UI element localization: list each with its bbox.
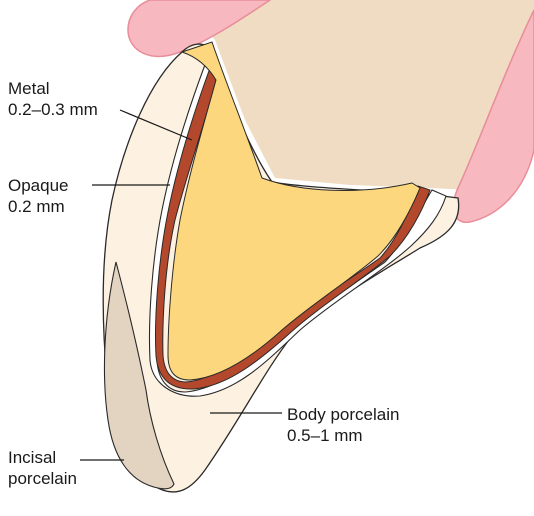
opaque-label: Opaque 0.2 mm <box>8 175 69 217</box>
metal-label-name: Metal <box>8 78 98 99</box>
metal-label: Metal 0.2–0.3 mm <box>8 78 98 120</box>
opaque-label-value: 0.2 mm <box>8 196 69 217</box>
body-label-name: Body porcelain <box>287 404 399 425</box>
incisal-label-value: porcelain <box>8 468 77 489</box>
body-label-value: 0.5–1 mm <box>287 425 399 446</box>
incisal-porcelain-label: Incisal porcelain <box>8 447 77 489</box>
opaque-label-name: Opaque <box>8 175 69 196</box>
incisal-label-name: Incisal <box>8 447 77 468</box>
body-porcelain-label: Body porcelain 0.5–1 mm <box>287 404 399 446</box>
metal-label-value: 0.2–0.3 mm <box>8 99 98 120</box>
